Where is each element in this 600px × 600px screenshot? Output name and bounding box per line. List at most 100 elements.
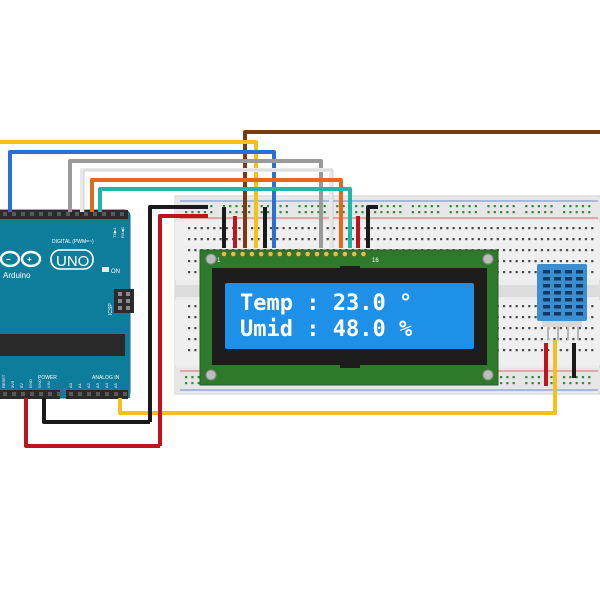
breadboard-hole	[515, 249, 518, 252]
breadboard-hole	[446, 227, 449, 230]
breadboard-hole	[537, 211, 540, 214]
lcd-line-2: Umid : 48.0 %	[240, 317, 413, 342]
breadboard-hole	[540, 238, 543, 241]
analog-label: ANALOG IN	[92, 375, 120, 381]
arduino-board: DIGITAL (PWM=~) − + UNO Arduino ON ICSP …	[0, 209, 134, 399]
on-led	[102, 267, 109, 272]
breadboard-hole	[213, 238, 216, 241]
dht-vent	[565, 305, 572, 309]
breadboard-hole	[506, 376, 509, 379]
breadboard-hole	[377, 238, 380, 241]
lcd-mount-hole-tr	[482, 253, 494, 265]
header-pin	[105, 392, 109, 396]
breadboard-hole	[525, 205, 528, 208]
breadboard-hole	[540, 260, 543, 263]
breadboard-hole	[342, 205, 345, 208]
wire-orange	[90, 178, 343, 248]
header-pin	[30, 392, 34, 396]
breadboard-hole	[588, 211, 591, 214]
breadboard-hole	[188, 238, 191, 241]
breadboard-hole	[584, 349, 588, 352]
breadboard-hole	[528, 305, 531, 308]
breadboard-hole	[323, 205, 326, 208]
dht-vent	[554, 277, 561, 281]
breadboard-hole	[521, 338, 525, 341]
breadboard-hole	[591, 327, 594, 330]
breadboard-hole	[544, 205, 547, 208]
breadboard-hole	[298, 211, 301, 214]
header-pin	[66, 212, 70, 216]
breadboard-hole	[462, 205, 465, 208]
wire-red-5v-top	[158, 214, 208, 446]
breadboard-hole	[194, 227, 197, 230]
breadboard-hole	[534, 338, 537, 341]
breadboard-hole	[534, 249, 537, 252]
breadboard-hole	[575, 382, 578, 385]
breadboard-hole	[553, 238, 556, 241]
breadboard-hole	[276, 238, 279, 241]
breadboard-hole	[559, 238, 562, 241]
breadboard-hole	[512, 382, 515, 385]
header-pin	[57, 392, 61, 396]
breadboard-hole	[402, 227, 405, 230]
breadboard-hole	[458, 227, 462, 230]
breadboard-hole	[241, 211, 244, 214]
breadboard-hole	[566, 260, 569, 263]
analog-pin-label: A4	[104, 382, 109, 388]
header-pin	[69, 392, 73, 396]
wire-teal	[98, 187, 352, 248]
lcd-pin-last: 16	[372, 258, 379, 264]
breadboard-hole	[194, 316, 197, 319]
lcd-mount-hole-tl	[205, 253, 217, 265]
lcd-header-pin	[267, 251, 274, 257]
breadboard-hole	[276, 227, 279, 230]
breadboard-hole	[191, 376, 194, 379]
breadboard-hole	[392, 205, 396, 208]
breadboard-hole	[509, 305, 512, 308]
breadboard-hole	[584, 249, 588, 252]
breadboard-hole	[578, 238, 581, 241]
breadboard-hole	[563, 205, 566, 208]
breadboard-hole	[540, 249, 543, 252]
breadboard-hole	[370, 238, 373, 241]
breadboard-hole	[591, 338, 594, 341]
breadboard-hole	[503, 316, 506, 319]
breadboard-hole	[534, 327, 537, 330]
breadboard-hole	[584, 260, 588, 263]
breadboard-hole	[311, 211, 314, 214]
breadboard-hole	[503, 260, 506, 263]
breadboard-hole	[484, 238, 487, 241]
breadboard-hole	[528, 260, 531, 263]
lcd-header-pin	[360, 251, 367, 257]
breadboard-hole	[496, 227, 499, 230]
breadboard-hole	[563, 376, 566, 379]
breadboard-hole	[317, 211, 320, 214]
breadboard-hole	[449, 211, 452, 214]
header-pin	[84, 212, 88, 216]
lcd-screen	[225, 283, 474, 349]
breadboard-hole	[414, 227, 417, 230]
breadboard-hole	[440, 227, 443, 230]
power-pin-label: VIN	[46, 381, 51, 388]
dht-pin-strip	[542, 321, 582, 327]
breadboard-hole	[433, 227, 436, 230]
breadboard-hole	[591, 271, 594, 274]
lcd-header-pin	[286, 251, 292, 257]
breadboard-hole	[295, 238, 298, 241]
breadboard-hole	[251, 227, 254, 230]
breadboard-hole	[578, 249, 581, 252]
breadboard-rail-top	[175, 198, 600, 220]
breadboard-hole	[534, 316, 537, 319]
power-label: POWER	[38, 375, 57, 381]
breadboard-hole	[569, 376, 572, 379]
breadboard-hole	[575, 205, 578, 208]
breadboard-hole	[559, 249, 562, 252]
breadboard-hole	[219, 227, 222, 230]
power-pin-label: 3V3	[10, 380, 15, 388]
breadboard-hole	[301, 238, 304, 241]
breadboard-hole	[345, 238, 348, 241]
header-pin	[12, 392, 16, 396]
breadboard-hole	[392, 211, 396, 214]
